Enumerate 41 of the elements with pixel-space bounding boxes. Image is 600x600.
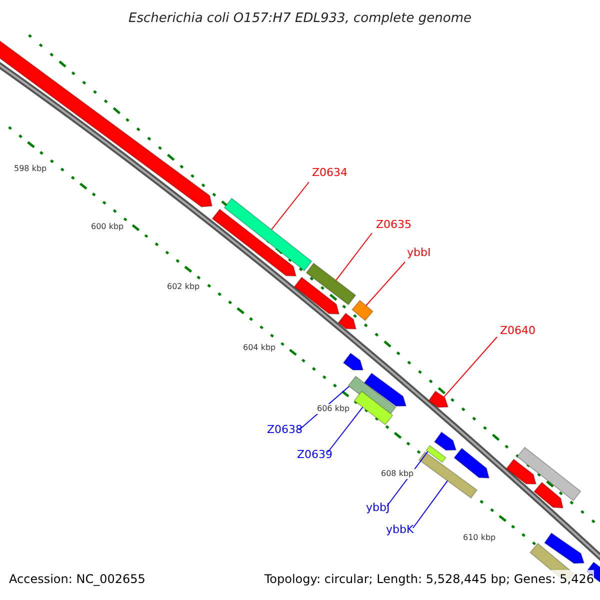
- gene-feature: [454, 448, 490, 479]
- gene-feature: [533, 482, 564, 509]
- gene-label: Z0634: [312, 166, 348, 179]
- leader-line: [366, 262, 406, 306]
- genome-summary-text: Topology: circular; Length: 5,528,445 bp; Genes: 5,426: [264, 570, 594, 588]
- leader-line: [412, 480, 448, 528]
- position-label: 604 kbp: [242, 343, 277, 353]
- leader-line: [328, 406, 364, 452]
- gene-feature: [544, 532, 585, 564]
- gene-feature: [306, 262, 356, 306]
- position-label: 598 kbp: [13, 164, 48, 174]
- gene-feature: [338, 312, 357, 330]
- gene-feature: [342, 352, 364, 370]
- position-label: 606 kbp: [316, 404, 351, 414]
- gene-feature: [506, 458, 537, 484]
- gene-feature: [364, 372, 407, 407]
- leader-line: [443, 336, 498, 398]
- gene-feature: [224, 198, 312, 272]
- gene-label: Z0639: [297, 448, 333, 461]
- position-label: 600 kbp: [90, 222, 125, 232]
- gene-feature: [351, 300, 374, 322]
- gene-label: Z0640: [500, 324, 536, 337]
- leader-line: [336, 232, 372, 281]
- gene-label: ybbK: [386, 523, 414, 536]
- gene-label: Z0635: [376, 218, 412, 231]
- gene-feature: [212, 208, 297, 277]
- leader-line: [271, 182, 310, 230]
- gene-feature: [294, 276, 340, 315]
- gene-feature: [418, 451, 478, 499]
- gene-feature: [354, 390, 394, 426]
- gene-label: Z0638: [267, 423, 303, 436]
- gene-label: ybbJ: [366, 501, 390, 514]
- position-label: 610 kbp: [462, 533, 497, 543]
- gene-feature: [426, 444, 446, 464]
- position-label: 602 kbp: [166, 282, 201, 292]
- gene-feature: [0, 40, 213, 208]
- title: Escherichia coli O157:H7 EDL933, complete genome: [128, 10, 472, 28]
- position-label: 608 kbp: [380, 469, 415, 479]
- gene-label: ybbI: [407, 246, 431, 259]
- gene-feature: [428, 390, 449, 408]
- gene-feature: [516, 446, 582, 502]
